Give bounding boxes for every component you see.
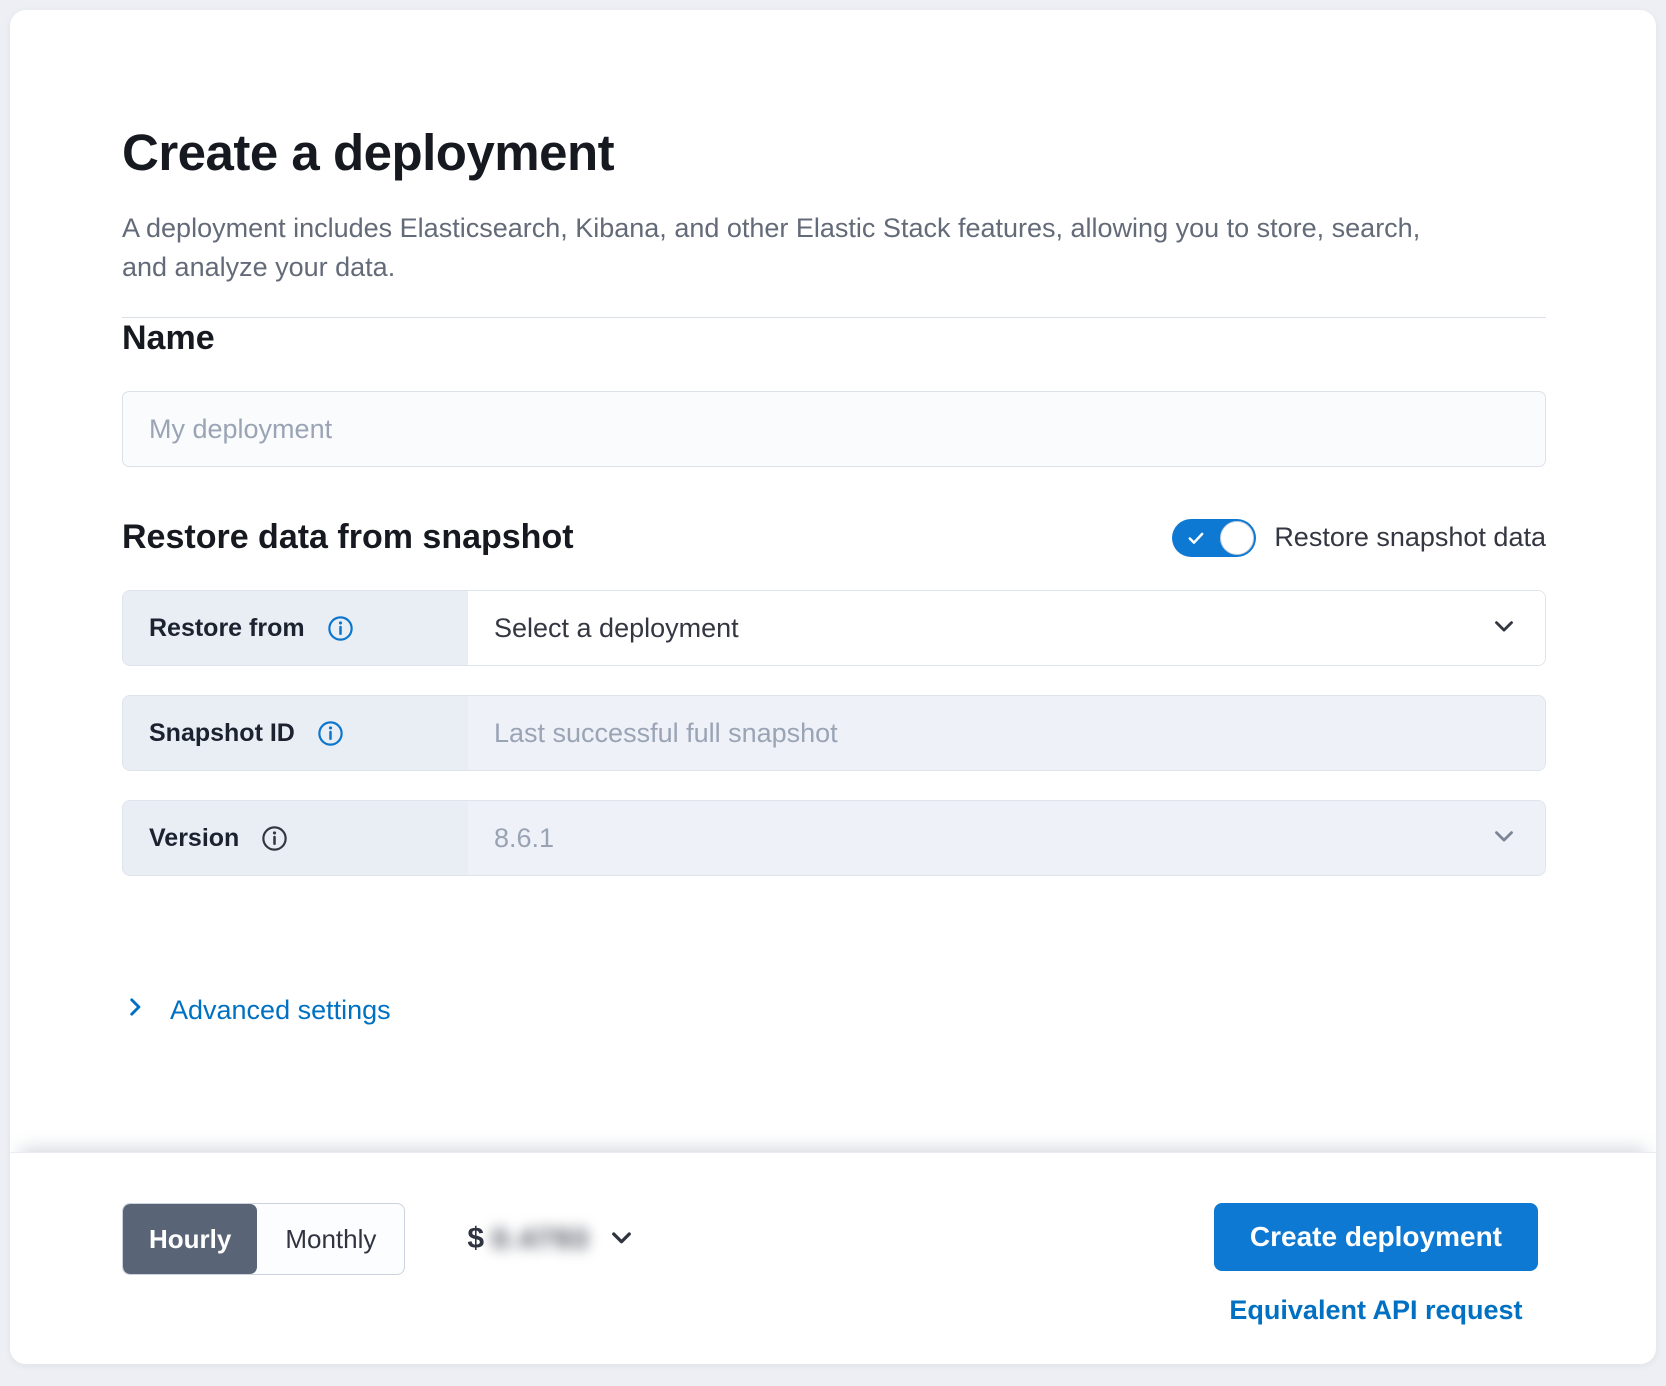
advanced-settings-label: Advanced settings [170, 995, 391, 1025]
bottom-bar: Hourly Monthly $ 0.4793 Create deploymen… [10, 1152, 1656, 1364]
version-label-cell: Version [123, 801, 468, 875]
info-icon[interactable] [317, 720, 344, 747]
toggle-knob [1220, 520, 1255, 555]
chevron-down-icon [1489, 821, 1519, 856]
price-amount-blurred: 0.4793 [492, 1223, 590, 1254]
restore-from-select-value: Select a deployment [494, 612, 739, 643]
page-subtitle: A deployment includes Elasticsearch, Kib… [122, 213, 1421, 282]
check-icon [1185, 527, 1207, 554]
create-deployment-card: Create a deployment A deployment include… [10, 10, 1656, 1364]
advanced-settings-link[interactable]: Advanced settings [122, 994, 391, 1027]
snapshot-id-input[interactable] [468, 696, 1545, 770]
snapshot-section-heading: Restore data from snapshot [122, 518, 574, 556]
chevron-down-icon [606, 1222, 637, 1256]
create-deployment-button[interactable]: Create deployment [1213, 1203, 1538, 1271]
chevron-down-icon [1489, 611, 1519, 646]
restore-snapshot-toggle[interactable] [1172, 518, 1257, 557]
billing-and-price: Hourly Monthly $ 0.4793 [122, 1203, 637, 1275]
deployment-name-input[interactable] [122, 391, 1546, 467]
restore-from-label: Restore from [149, 613, 305, 642]
billing-hourly-button[interactable]: Hourly [123, 1204, 258, 1274]
restore-from-row: Restore from Select a deployment [122, 590, 1546, 666]
main-content: Create a deployment A deployment include… [10, 10, 1656, 1152]
name-section-heading: Name [122, 319, 215, 357]
create-actions: Create deployment Equivalent API request [1213, 1203, 1538, 1326]
restore-snapshot-toggle-label: Restore snapshot data [1274, 522, 1546, 552]
billing-period-toggle: Hourly Monthly [122, 1203, 406, 1275]
snapshot-section-header: Restore data from snapshot Restore snaps… [122, 517, 1546, 558]
restore-from-label-cell: Restore from [123, 591, 468, 665]
chevron-right-icon [122, 994, 148, 1027]
version-select[interactable]: 8.6.1 [468, 801, 1545, 875]
divider [122, 317, 1546, 318]
snapshot-id-row: Snapshot ID [122, 695, 1546, 771]
price-currency: $ [467, 1222, 485, 1255]
restore-from-select[interactable]: Select a deployment [468, 591, 1545, 665]
version-row: Version 8.6.1 [122, 800, 1546, 876]
info-icon[interactable] [261, 825, 288, 852]
page-title: Create a deployment [122, 124, 615, 181]
restore-snapshot-toggle-wrap: Restore snapshot data [1172, 518, 1546, 557]
info-icon[interactable] [327, 615, 354, 642]
snapshot-id-label: Snapshot ID [149, 718, 295, 747]
snapshot-id-label-cell: Snapshot ID [123, 696, 468, 770]
equivalent-api-request-link[interactable]: Equivalent API request [1229, 1295, 1523, 1325]
version-label: Version [149, 823, 240, 852]
price-dropdown[interactable]: $ 0.4793 [467, 1222, 636, 1256]
version-select-value: 8.6.1 [494, 822, 555, 853]
billing-monthly-button[interactable]: Monthly [257, 1204, 404, 1274]
